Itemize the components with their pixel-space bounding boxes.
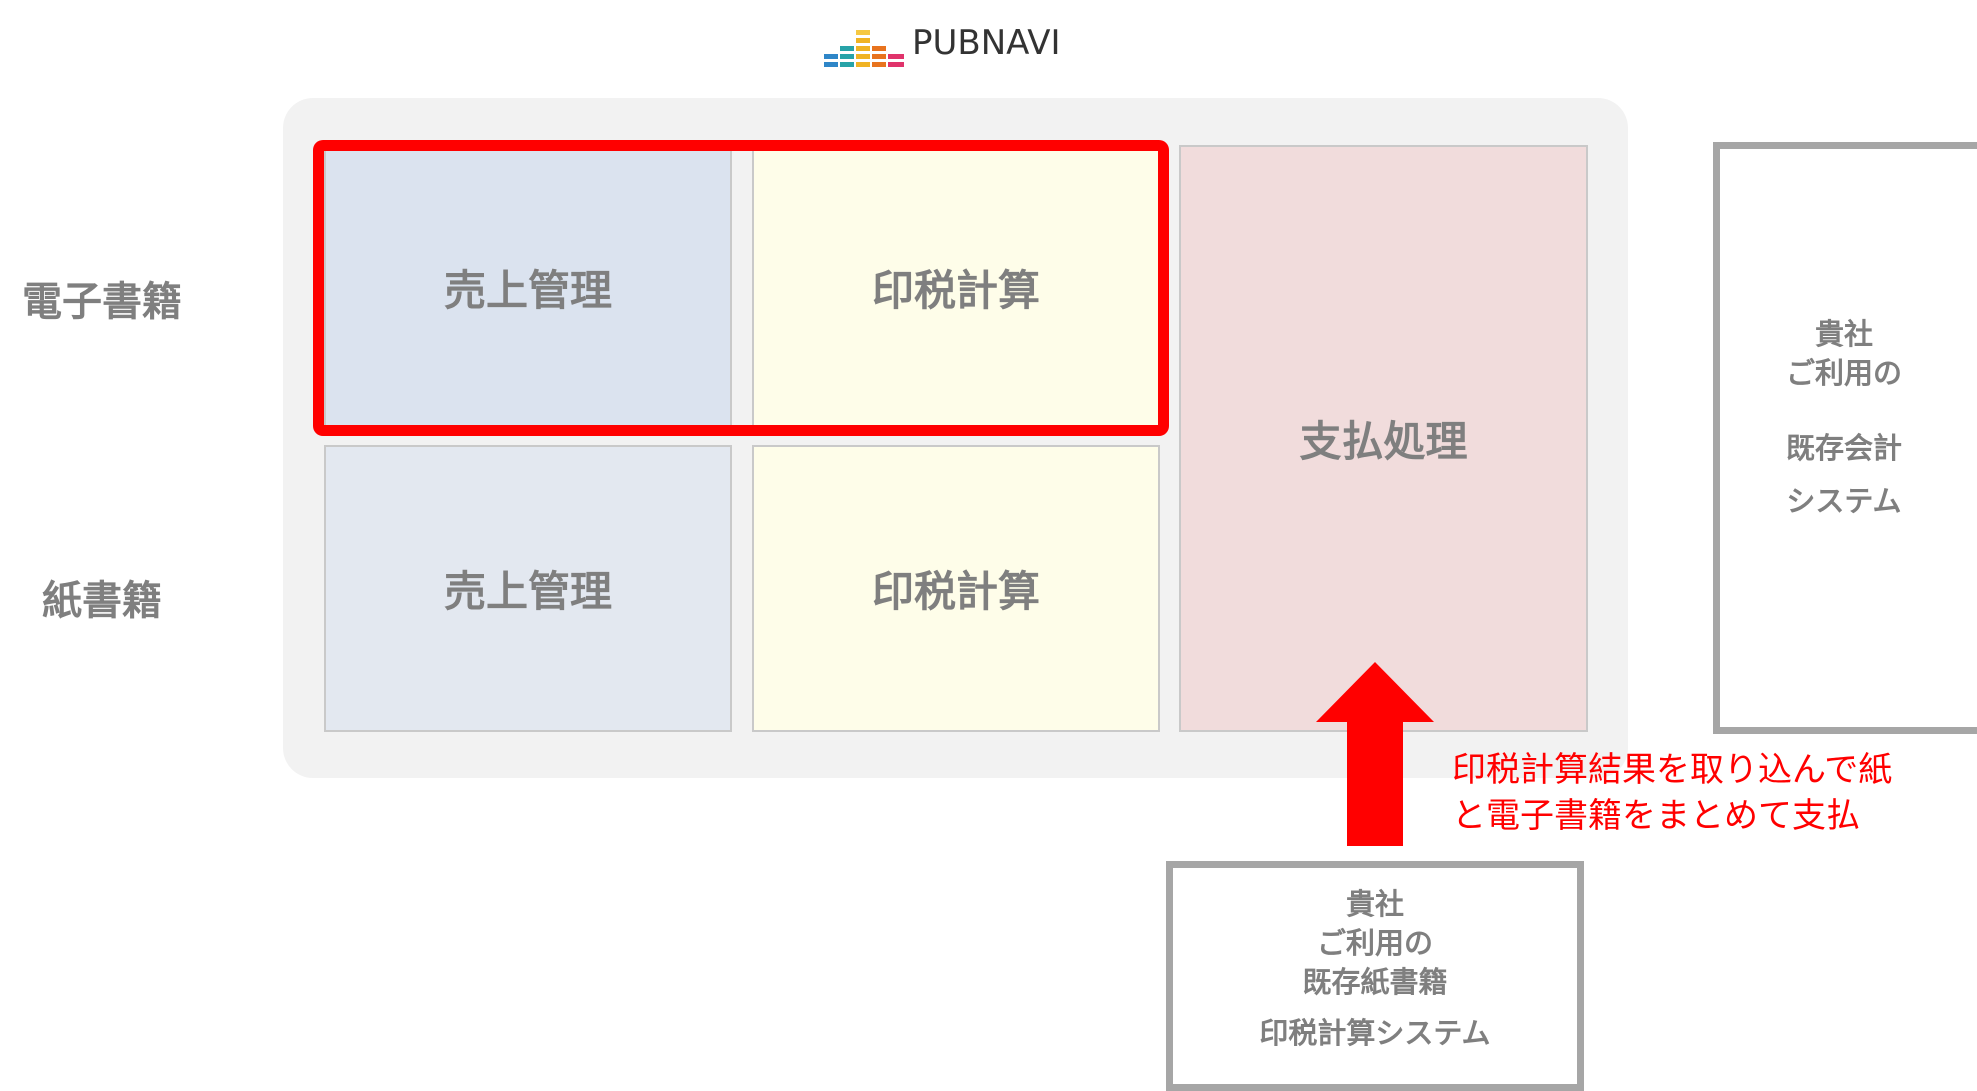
row-label-paper: 紙書籍 [42, 578, 162, 624]
royalty-box-line4: 印税計算システム [1259, 1016, 1491, 1051]
cell-paper-sales: 売上管理 [324, 445, 732, 732]
accounting-system-box: 貴社 ご利用の 既存会計 システム [1713, 142, 1977, 734]
accounting-box-line2: ご利用の [1785, 355, 1902, 390]
accounting-box-line1: 貴社 [1814, 316, 1873, 351]
annotation-line2: と電子書籍をまとめて支払 [1452, 795, 1860, 836]
royalty-box-line1: 貴社 [1345, 886, 1404, 921]
up-arrow-icon [1316, 662, 1434, 846]
accounting-box-line4: システム [1786, 484, 1902, 519]
cell-paper-royalty: 印税計算 [752, 445, 1160, 732]
accounting-box-line3: 既存会計 [1785, 431, 1902, 465]
cell-ebook-sales: 売上管理 [324, 145, 732, 430]
logo-text: PUBNAVI [912, 23, 1061, 63]
cell-payment: 支払処理 [1179, 145, 1588, 732]
royalty-system-box: 貴社 ご利用の 既存紙書籍 印税計算システム [1166, 861, 1584, 1091]
pubnavi-logo: PUBNAVI [822, 12, 1092, 74]
royalty-box-line2: ご利用の [1316, 925, 1433, 960]
ebook-highlight-frame [313, 140, 1169, 436]
equalizer-logo-icon [822, 12, 906, 74]
row-label-ebook: 電子書籍 [22, 279, 182, 325]
annotation-line1: 印税計算結果を取り込んで紙 [1452, 750, 1893, 790]
royalty-box-line3: 既存紙書籍 [1302, 965, 1448, 999]
annotation-text: 印税計算結果を取り込んで紙 と電子書籍をまとめて支払 [1452, 748, 1972, 840]
